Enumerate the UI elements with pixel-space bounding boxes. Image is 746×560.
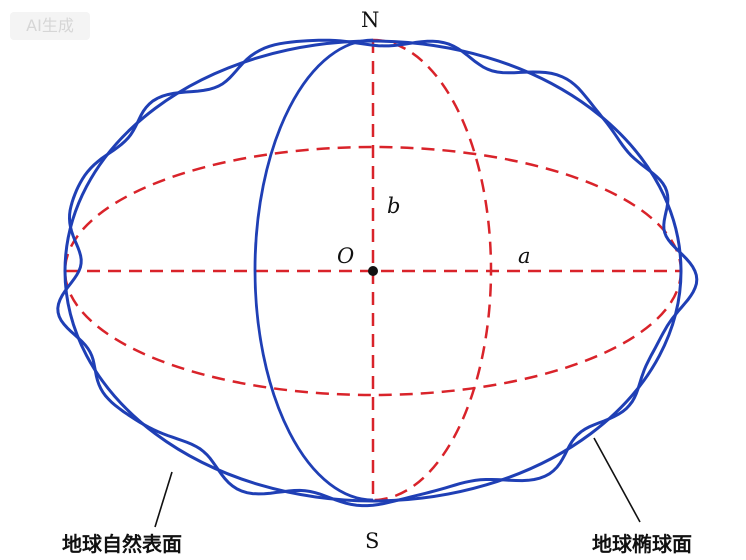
north-pole-label: N [361,8,379,32]
ellipsoid-outline [63,39,683,503]
ai-generated-badge: AI生成 [10,12,90,40]
south-pole-label: S [365,529,379,553]
center-label: O [337,244,354,268]
ellipsoid-surface-label: 地球椭球面 [592,532,692,556]
natural-surface-leader [154,471,173,528]
semi-minor-axis-label: b [387,194,400,218]
semi-major-axis-label: a [518,244,531,268]
meridian-front-half [253,38,374,502]
ellipsoid-surface-leader [593,437,641,523]
natural-surface-label: 地球自然表面 [62,532,182,556]
natural-surface-outline [56,38,699,508]
center-point [368,266,378,276]
